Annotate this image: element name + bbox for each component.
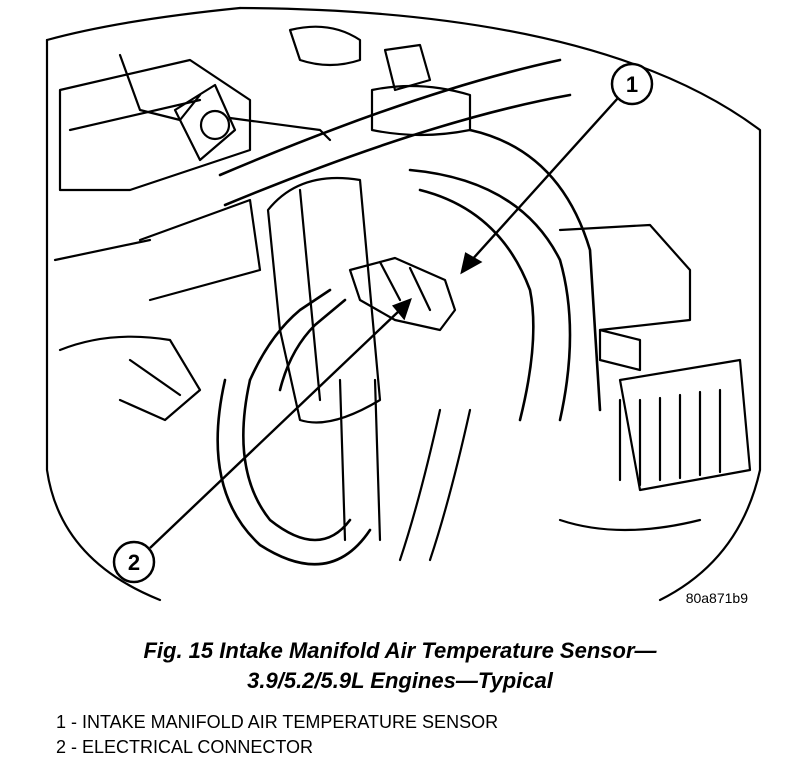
legend-item-sensor: 1 - INTAKE MANIFOLD AIR TEMPERATURE SENS… bbox=[56, 712, 499, 732]
callout-1-label: 1 bbox=[626, 72, 638, 97]
legend-item-connector: 2 - ELECTRICAL CONNECTOR bbox=[56, 737, 314, 757]
callout-2: 2 bbox=[112, 540, 156, 584]
callout-2-label: 2 bbox=[128, 550, 140, 575]
figure-legend: 1 - INTAKE MANIFOLD AIR TEMPERATURE SENS… bbox=[56, 710, 498, 760]
figure-caption-line-1: Fig. 15 Intake Manifold Air Temperature … bbox=[143, 638, 657, 663]
engine-illustration: 1 2 bbox=[45, 6, 762, 602]
figure-caption-line-2: 3.9/5.2/5.9L Engines—Typical bbox=[247, 668, 553, 693]
figure-id: 80a871b9 bbox=[685, 590, 748, 606]
callout-1: 1 bbox=[610, 62, 654, 106]
